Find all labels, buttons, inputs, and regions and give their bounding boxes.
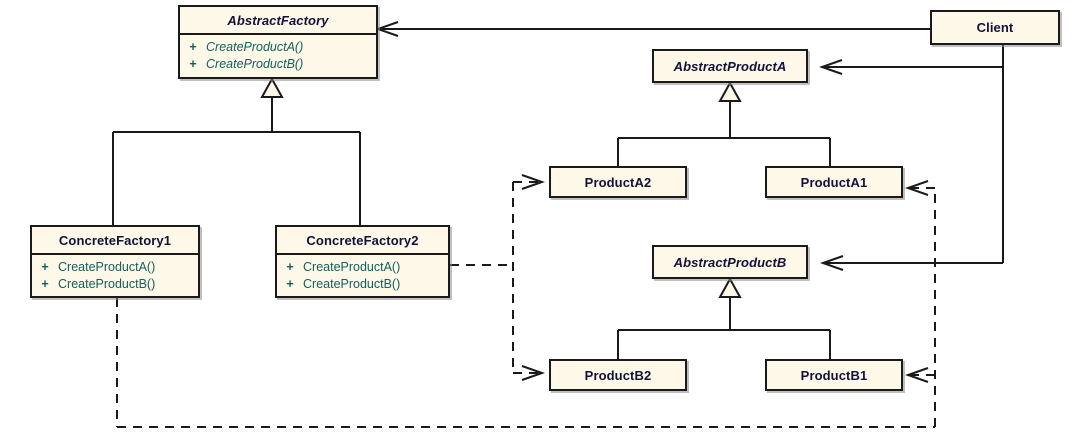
class-members-concrete-factory-1: + CreateProductA() + CreateProductB() — [32, 253, 198, 298]
class-box-client[interactable]: Client — [930, 10, 1060, 45]
class-title-concrete-factory-1: ConcreteFactory1 — [58, 233, 172, 248]
class-title-product-a2: ProductA2 — [584, 175, 652, 190]
edge-dependency-factory2 — [450, 174, 546, 381]
class-member: + CreateProductA() — [277, 259, 448, 276]
edge-client-to-abstractfactory — [374, 21, 930, 37]
class-box-product-b1[interactable]: ProductB1 — [765, 359, 903, 391]
member-name: CreateProductA() — [206, 40, 304, 54]
class-members-abstract-factory: + CreateProductA() + CreateProductB() — [180, 33, 376, 78]
class-box-abstract-product-a[interactable]: AbstractProductA — [652, 49, 808, 83]
class-member: + CreateProductA() — [32, 259, 198, 276]
class-title-client: Client — [976, 20, 1014, 35]
member-visibility: + — [189, 57, 197, 71]
edge-generalization-factories — [112, 76, 361, 225]
class-member: + CreateProductB() — [180, 56, 376, 73]
class-title-product-b2: ProductB2 — [584, 368, 652, 383]
class-title-abstract-factory: AbstractFactory — [227, 13, 329, 28]
class-title-concrete-factory-2: ConcreteFactory2 — [306, 233, 419, 248]
edge-client-to-abstractproducta — [818, 59, 1003, 75]
edge-generalization-producta — [617, 80, 831, 167]
edge-dependency-factory1 — [116, 180, 936, 428]
class-title-product-a1: ProductA1 — [800, 175, 868, 190]
class-box-concrete-factory-1[interactable]: ConcreteFactory1 + CreateProductA() + Cr… — [30, 225, 200, 298]
class-member: + CreateProductA() — [180, 39, 376, 56]
member-name: CreateProductA() — [58, 260, 156, 274]
member-name: CreateProductA() — [303, 260, 401, 274]
member-visibility: + — [41, 277, 49, 291]
member-visibility: + — [286, 260, 294, 274]
class-members-concrete-factory-2: + CreateProductA() + CreateProductB() — [277, 253, 448, 298]
class-box-product-b2[interactable]: ProductB2 — [549, 359, 687, 391]
member-visibility: + — [286, 277, 294, 291]
class-title-abstract-product-a: AbstractProductA — [673, 59, 787, 74]
class-box-concrete-factory-2[interactable]: ConcreteFactory2 + CreateProductA() + Cr… — [275, 225, 450, 298]
class-title-abstract-product-b: AbstractProductB — [673, 255, 787, 270]
member-name: CreateProductB() — [58, 277, 156, 291]
member-visibility: + — [189, 40, 197, 54]
edge-client-to-abstractproductb — [819, 255, 1003, 271]
class-box-abstract-factory[interactable]: AbstractFactory + CreateProductA() + Cre… — [178, 5, 378, 79]
class-member: + CreateProductB() — [277, 276, 448, 293]
class-title-product-b1: ProductB1 — [800, 368, 868, 383]
member-name: CreateProductB() — [206, 57, 304, 71]
member-visibility: + — [41, 260, 49, 274]
class-box-product-a2[interactable]: ProductA2 — [549, 166, 687, 198]
edge-generalization-productb — [617, 276, 831, 360]
class-box-abstract-product-b[interactable]: AbstractProductB — [652, 245, 808, 279]
member-name: CreateProductB() — [303, 277, 401, 291]
class-box-product-a1[interactable]: ProductA1 — [765, 166, 903, 198]
class-member: + CreateProductB() — [32, 276, 198, 293]
